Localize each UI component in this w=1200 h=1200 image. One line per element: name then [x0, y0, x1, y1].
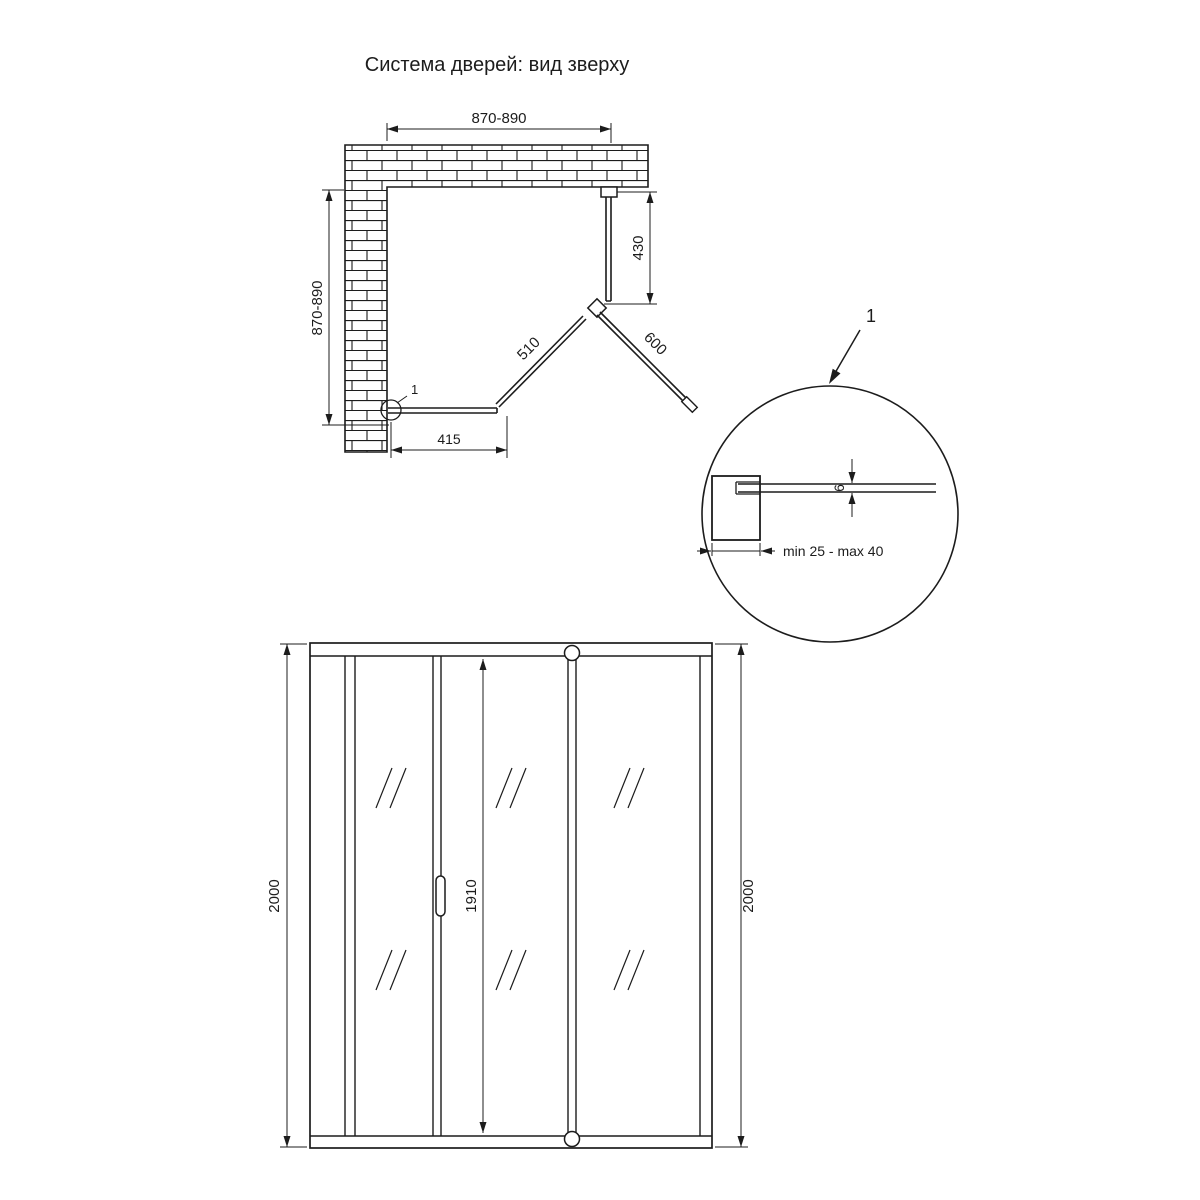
dim-left-depth-label: 870-890 [309, 280, 326, 335]
profile-glass-slot [735, 481, 760, 495]
top-plan-view: 1 870-890 870-890 430 510 600 415 [309, 110, 699, 458]
side-glass-panel [605, 197, 612, 302]
dim-top-width: 870-890 [386, 110, 612, 143]
dim-height-right: 2000 [715, 643, 757, 1148]
wall-profile-top [600, 186, 618, 198]
reflection-mark [613, 949, 645, 991]
dim-bottom-panel: 415 [390, 416, 508, 458]
front-frame-inner-rails [310, 655, 712, 1137]
reflection-mark [375, 767, 407, 809]
detail-view: 1 6 min 25 - max 40 [697, 306, 959, 643]
pivot-hinge-top [563, 644, 581, 662]
pivot-hinge-bottom [563, 1130, 581, 1148]
door-end-profile [680, 395, 699, 414]
dim-top-width-label: 870-890 [471, 110, 526, 127]
pivot-door-open [596, 311, 688, 403]
detail-callout-arrow-icon [829, 368, 841, 384]
glass-cross-section [738, 483, 936, 493]
dim-bottom-panel-label: 415 [437, 431, 461, 447]
reflection-mark [375, 949, 407, 991]
dim-height-left-label: 2000 [266, 879, 283, 912]
detail-marker-leader [396, 395, 408, 404]
dim-profile-range-label: min 25 - max 40 [783, 543, 884, 559]
door-handle [435, 875, 446, 917]
dim-profile-range: min 25 - max 40 [697, 543, 884, 559]
front-view: 1910 2000 2000 [266, 642, 757, 1149]
detail-callout-leader [834, 329, 861, 374]
reflection-mark [495, 949, 527, 991]
bottom-glass-panel [388, 407, 498, 414]
reflection-mark [495, 767, 527, 809]
dim-side-panel-label: 430 [630, 235, 647, 260]
detail-bubble-circle [701, 385, 959, 643]
dim-door-height: 1910 [463, 659, 487, 1133]
diagonal-glass-panel [495, 315, 587, 408]
dim-glass-thickness-label: 6 [831, 484, 847, 492]
dim-left-depth: 870-890 [309, 189, 389, 426]
reflection-mark [613, 767, 645, 809]
detail-marker-label: 1 [411, 382, 418, 397]
dim-height-left: 2000 [266, 643, 307, 1148]
dim-door-height-label: 1910 [463, 879, 480, 912]
dim-door-label: 600 [640, 329, 670, 359]
dim-glass-thickness: 6 [831, 459, 856, 517]
front-frame-outer [309, 642, 713, 1149]
detail-callout-label: 1 [866, 306, 876, 326]
glass-reflection-marks [375, 767, 645, 991]
wall-brick-section [344, 144, 649, 453]
detail-marker-circle [380, 399, 402, 421]
drawing-title: Система дверей: вид зверху [365, 54, 629, 76]
dim-side-panel: 430 [604, 191, 657, 305]
dim-height-right-label: 2000 [740, 879, 757, 912]
